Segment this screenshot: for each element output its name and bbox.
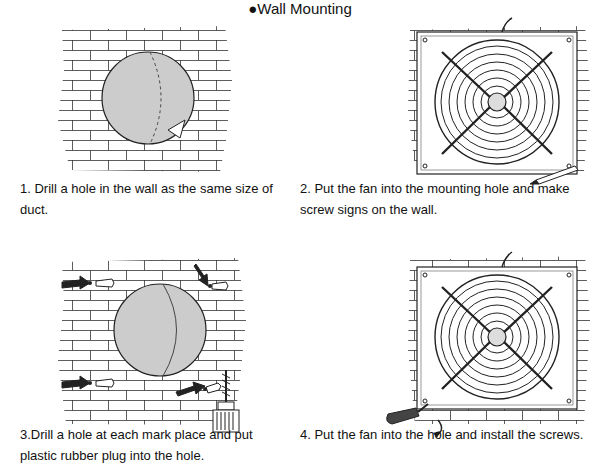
screw-mark [88,281,92,285]
step-caption: 3.Drill a hole at each mark place and pu… [20,424,292,466]
wall-hole [102,52,194,144]
insert-arrows [62,264,208,396]
brick-wall [58,26,232,172]
step-caption: 1. Drill a hole in the wall as the same … [20,178,300,220]
power-cable [502,252,512,267]
brick-wall [408,256,590,424]
rubber-plug [96,279,228,393]
hole-edge [163,284,177,376]
screw-mark [88,381,92,385]
wall-fan [417,32,577,174]
brick-wall [58,258,246,425]
power-cable [502,18,512,32]
drill [213,370,239,432]
wall-hole [114,284,206,376]
hole-edge [150,52,161,144]
screw-mark [208,284,212,288]
step-caption: 2. Put the fan into the mounting hole an… [300,178,592,220]
step-caption: 4. Put the fan into the hole and install… [300,424,590,445]
wall-fan [417,267,577,409]
screw-mark [203,387,207,391]
page-title: ●Wall Mounting [0,0,600,18]
cut-piece [168,120,185,138]
